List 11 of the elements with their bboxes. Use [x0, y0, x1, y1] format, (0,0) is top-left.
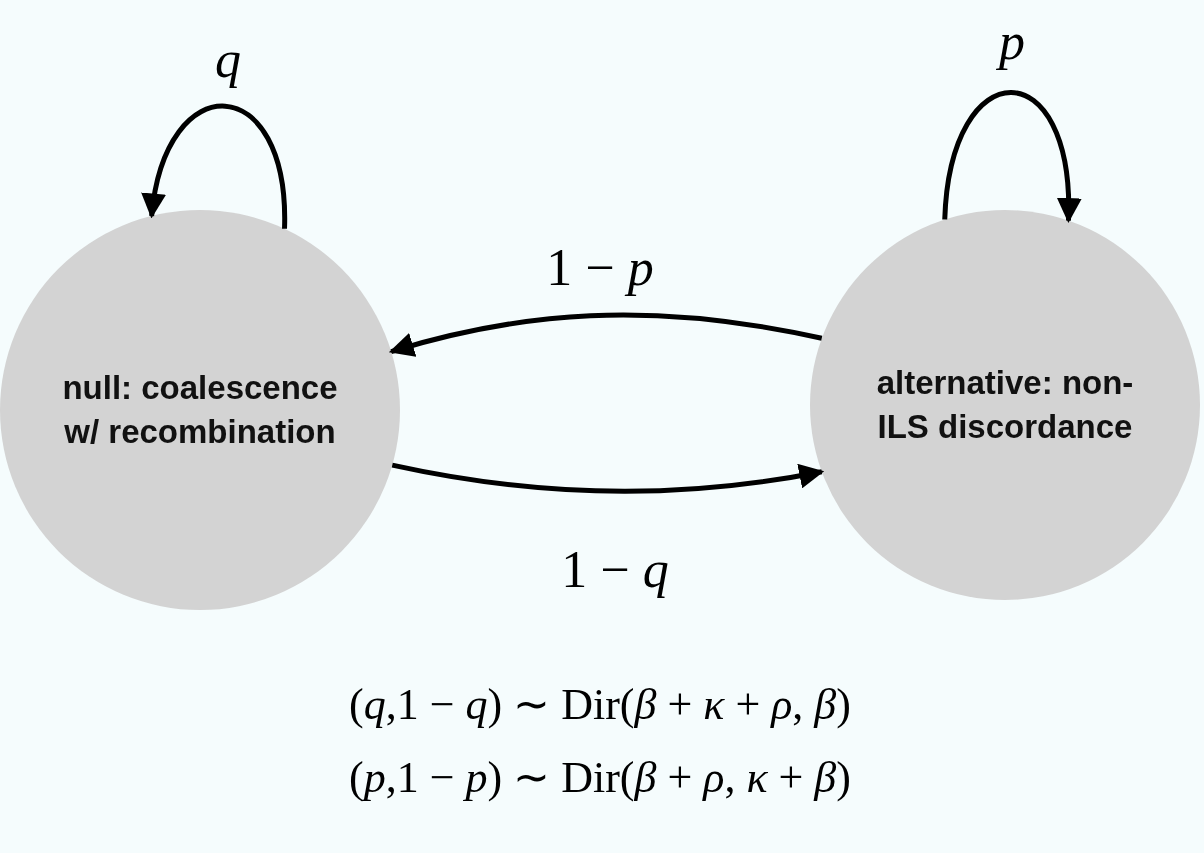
formula: (q,1 − q) ∼ Dir(β + κ + ρ, β): [349, 679, 851, 731]
formula: (p,1 − p) ∼ Dir(β + ρ, κ + β): [349, 752, 851, 804]
arrow: [388, 312, 823, 358]
state-label: null: coalescence w/ recombination: [61, 368, 339, 452]
arrow: [391, 462, 825, 494]
arrow: [142, 103, 287, 229]
state-label: alternative: non-ILS discordance: [875, 363, 1135, 447]
arrow: [942, 90, 1081, 224]
edge-label: 1 − p: [546, 238, 654, 298]
edge-label: q: [215, 30, 241, 90]
edge-label: 1 − q: [561, 540, 669, 600]
